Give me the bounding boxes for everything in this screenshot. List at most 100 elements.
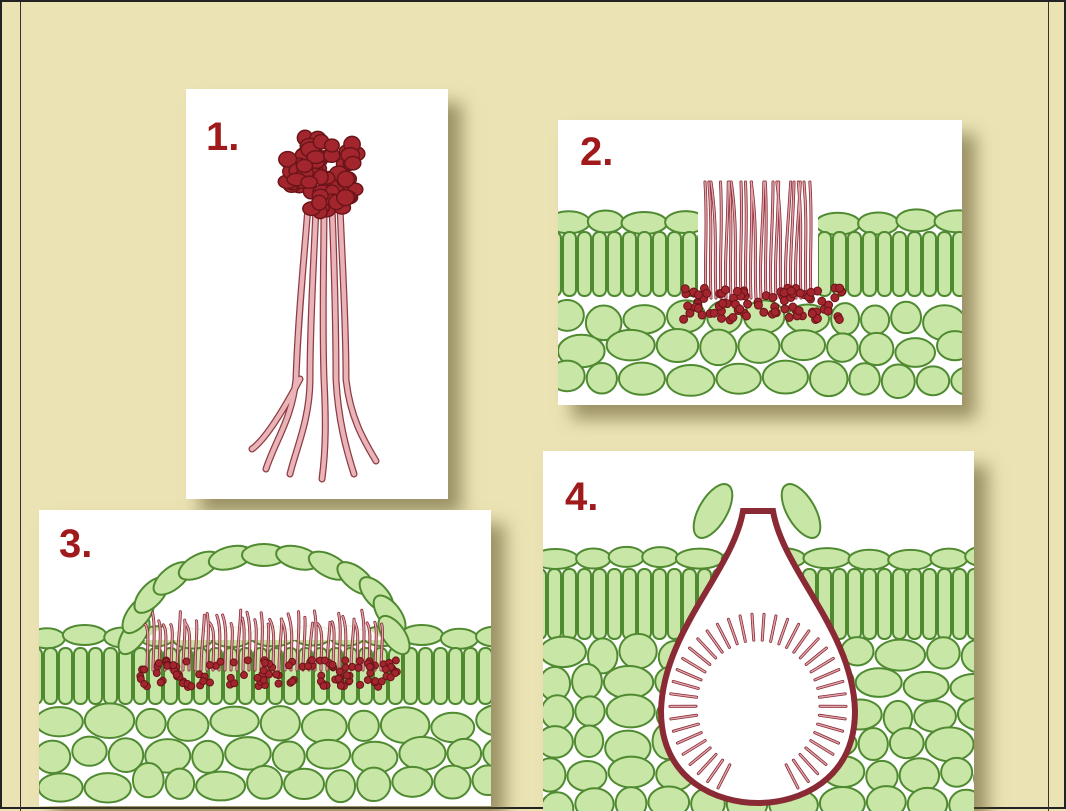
hypha bbox=[765, 182, 766, 298]
spore bbox=[387, 674, 394, 681]
palisade-cell bbox=[848, 232, 861, 296]
palisade-cell bbox=[419, 648, 432, 704]
spongy-cell bbox=[763, 361, 808, 394]
spore bbox=[831, 294, 839, 302]
spongy-cell bbox=[247, 766, 282, 799]
palisade-cell bbox=[59, 648, 72, 704]
spongy-cell bbox=[949, 790, 974, 811]
spore bbox=[275, 680, 282, 687]
spongy-cell bbox=[543, 792, 573, 811]
palisade-cell bbox=[818, 232, 831, 296]
palisade-cell bbox=[578, 569, 591, 639]
spore bbox=[254, 674, 261, 681]
epidermis-cell bbox=[609, 547, 645, 567]
spongy-cell bbox=[875, 640, 925, 671]
spore bbox=[141, 680, 148, 687]
spore bbox=[364, 676, 371, 683]
palisade-cell bbox=[89, 648, 102, 704]
spore bbox=[289, 678, 296, 685]
fungal-fruiting-body-illustration bbox=[186, 89, 448, 499]
epidermis-cell bbox=[896, 209, 936, 231]
spongy-cell bbox=[133, 763, 164, 797]
spongy-cell bbox=[273, 742, 305, 772]
spongy-cell bbox=[543, 637, 586, 667]
spongy-cell bbox=[85, 703, 134, 738]
spongy-cell bbox=[558, 361, 585, 392]
palisade-cell bbox=[878, 232, 891, 296]
spongy-cell bbox=[820, 787, 865, 811]
spore bbox=[382, 666, 389, 673]
spore bbox=[337, 190, 355, 206]
epidermis-cell bbox=[858, 212, 898, 234]
spore bbox=[785, 313, 793, 321]
spore bbox=[760, 308, 768, 316]
leaf-cross-section-4 bbox=[543, 451, 974, 811]
epidermis-cell bbox=[558, 211, 590, 233]
spongy-cell bbox=[192, 741, 223, 773]
spore bbox=[273, 671, 280, 678]
spongy-cell bbox=[908, 788, 947, 811]
spore bbox=[733, 287, 741, 295]
epidermis-cell bbox=[848, 550, 890, 570]
epidermis-cell bbox=[931, 549, 968, 569]
spore bbox=[170, 662, 177, 669]
spongy-cell bbox=[619, 363, 665, 395]
palisade-cell bbox=[653, 232, 666, 296]
palisade-cell bbox=[953, 232, 962, 296]
palisade-cell bbox=[908, 569, 921, 639]
palisade-cell bbox=[938, 569, 951, 639]
spongy-cell bbox=[558, 300, 584, 331]
palisade-cell bbox=[563, 569, 576, 639]
spongy-cell bbox=[810, 361, 847, 396]
spongy-cell bbox=[882, 364, 915, 398]
spongy-cell bbox=[168, 709, 209, 740]
panel-4: 4. bbox=[543, 451, 974, 811]
spore bbox=[366, 663, 373, 670]
spore bbox=[710, 309, 718, 317]
palisade-cell bbox=[863, 569, 876, 639]
spore bbox=[729, 314, 737, 322]
spore bbox=[372, 678, 379, 685]
spongy-cell bbox=[604, 666, 653, 699]
spongy-cell bbox=[951, 674, 974, 702]
spongy-cell bbox=[575, 696, 604, 726]
spore bbox=[744, 300, 752, 308]
leaf-cross-section-3 bbox=[39, 510, 491, 806]
spore bbox=[320, 682, 327, 689]
spore bbox=[355, 664, 362, 671]
spore bbox=[227, 674, 234, 681]
spore bbox=[835, 315, 843, 323]
spongy-cell bbox=[473, 765, 491, 795]
spore bbox=[329, 661, 336, 668]
spongy-cell bbox=[648, 787, 689, 811]
spore bbox=[342, 657, 349, 664]
spongy-cell bbox=[951, 367, 962, 396]
spongy-cell bbox=[543, 695, 573, 729]
spongy-cell bbox=[575, 726, 603, 757]
spore bbox=[260, 667, 267, 674]
spore bbox=[836, 284, 844, 292]
spore bbox=[781, 305, 789, 313]
spongy-cell bbox=[349, 711, 379, 741]
spore bbox=[304, 663, 311, 670]
spore bbox=[703, 289, 711, 297]
spore bbox=[680, 315, 688, 323]
spongy-cell bbox=[284, 769, 324, 799]
palisade-cell bbox=[119, 648, 132, 704]
spongy-cell bbox=[225, 737, 271, 770]
spongy-cell bbox=[210, 707, 258, 736]
palisade-cell bbox=[563, 232, 576, 296]
epidermis-cell bbox=[676, 549, 724, 569]
spongy-cell bbox=[927, 637, 960, 668]
spongy-cell bbox=[357, 768, 390, 801]
spongy-cell bbox=[895, 338, 935, 367]
spongy-cell bbox=[917, 366, 949, 395]
spongy-cell bbox=[717, 364, 761, 394]
spore bbox=[736, 305, 744, 313]
palisade-cell bbox=[863, 232, 876, 296]
spongy-cell bbox=[448, 739, 482, 768]
spore bbox=[153, 670, 160, 677]
palisade-cell bbox=[593, 232, 606, 296]
palisade-cell bbox=[543, 569, 546, 639]
spongy-cell bbox=[941, 758, 972, 787]
